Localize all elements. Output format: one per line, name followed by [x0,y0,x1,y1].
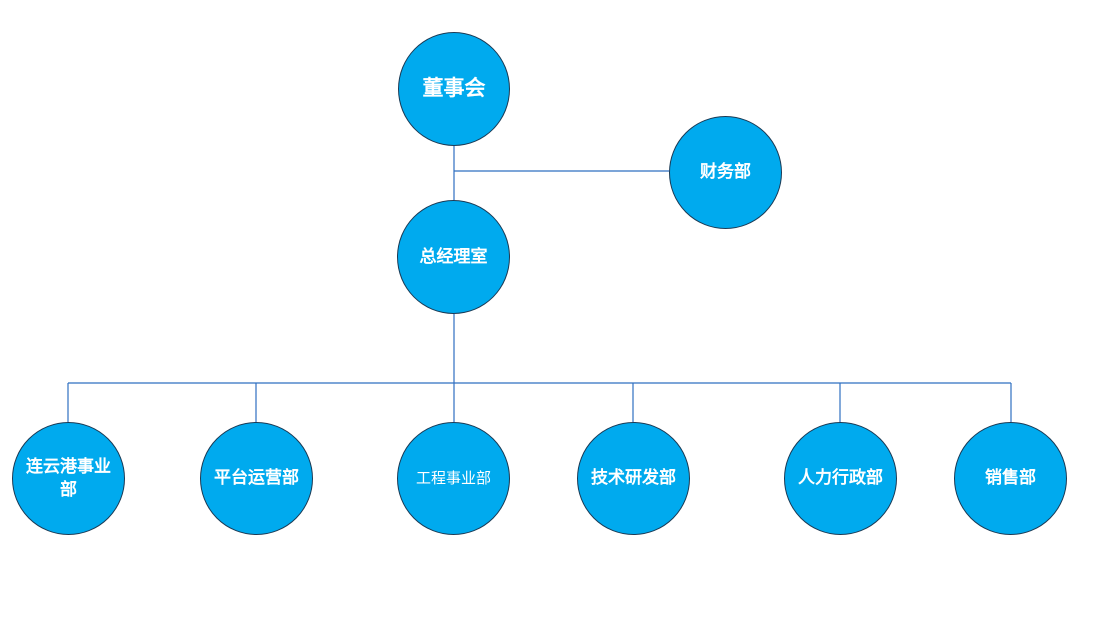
node-label: 总经理室 [419,246,488,267]
node-label: 销售部 [985,468,1036,489]
node-hr-admin: 人力行政部 [784,422,897,535]
node-engineering-division: 工程事业部 [397,422,510,535]
node-label: 平台运营部 [214,468,299,489]
node-label: 财务部 [700,162,751,183]
node-tech-rd: 技术研发部 [577,422,690,535]
node-label: 董事会 [422,76,486,101]
node-sales-department: 销售部 [954,422,1067,535]
node-label: 连云港事业部 [26,457,111,500]
node-label: 工程事业部 [415,468,491,487]
node-finance-department: 财务部 [669,116,782,229]
node-label: 技术研发部 [591,468,676,489]
node-lianyungang-division: 连云港事业部 [12,422,125,535]
node-label: 人力行政部 [798,468,883,489]
node-platform-operations: 平台运营部 [200,422,313,535]
node-board-of-directors: 董事会 [398,32,510,146]
node-general-manager-office: 总经理室 [397,200,510,314]
